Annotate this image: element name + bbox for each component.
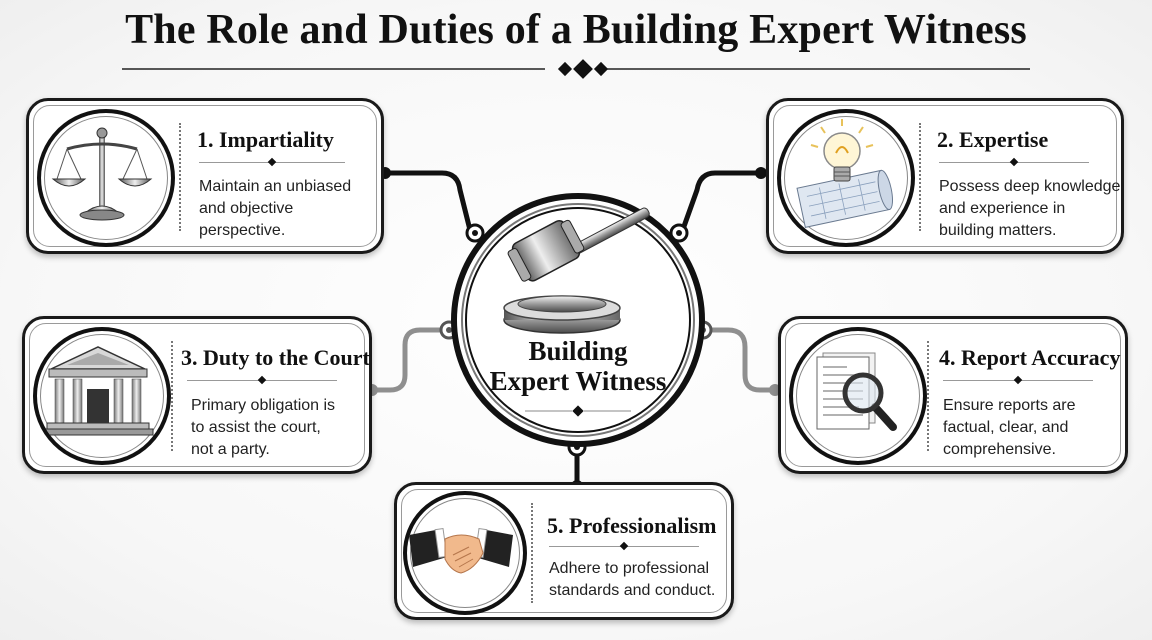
card-professionalism: 5. Professionalism Adhere to professiona…: [394, 482, 734, 620]
handshake-icon: [409, 528, 513, 574]
connector-report-accuracy: [700, 327, 778, 393]
courthouse-icon: [42, 346, 154, 436]
card-heading: 5. Professionalism: [547, 513, 717, 538]
connector-duty-to-court: [369, 327, 448, 393]
connector-impartiality: [375, 170, 473, 233]
connector-expertise: [679, 170, 769, 235]
card-description: Ensure reports are factual, clear, and c…: [943, 397, 1076, 458]
card-description: Primary obligation is to assist the cour…: [191, 397, 336, 458]
card-description: Maintain an unbiased and objective persp…: [199, 178, 352, 239]
hub-label-line2: Expert Witness: [489, 366, 667, 396]
card-heading: 1. Impartiality: [197, 127, 334, 152]
hub-label: Building Expert Witness: [456, 336, 700, 396]
gavel-icon: [503, 207, 650, 334]
card-impartiality: 1. Impartiality Maintain an unbiased and…: [26, 98, 384, 254]
card-heading: 2. Expertise: [937, 127, 1049, 152]
lightbulb-blueprint-icon: [796, 119, 894, 228]
card-description: Adhere to professional standards and con…: [549, 560, 716, 599]
scales-of-justice-icon: [51, 127, 153, 221]
card-description: Possess deep knowledge and experience in…: [939, 178, 1121, 239]
card-report-accuracy: 4. Report Accuracy Ensure reports are fa…: [778, 316, 1128, 474]
card-duty-to-the-court: 3. Duty to the Court Primary obligation …: [22, 316, 372, 474]
page-title: The Role and Duties of a Building Expert…: [125, 7, 1027, 53]
magnifier-document-icon: [816, 352, 897, 431]
central-hub: [451, 193, 705, 447]
card-heading: 4. Report Accuracy: [939, 345, 1121, 370]
card-heading: 3. Duty to the Court: [181, 345, 370, 370]
card-expertise: 2. Expertise Possess deep knowledge and …: [766, 98, 1124, 254]
hub-label-line1: Building: [528, 336, 628, 366]
